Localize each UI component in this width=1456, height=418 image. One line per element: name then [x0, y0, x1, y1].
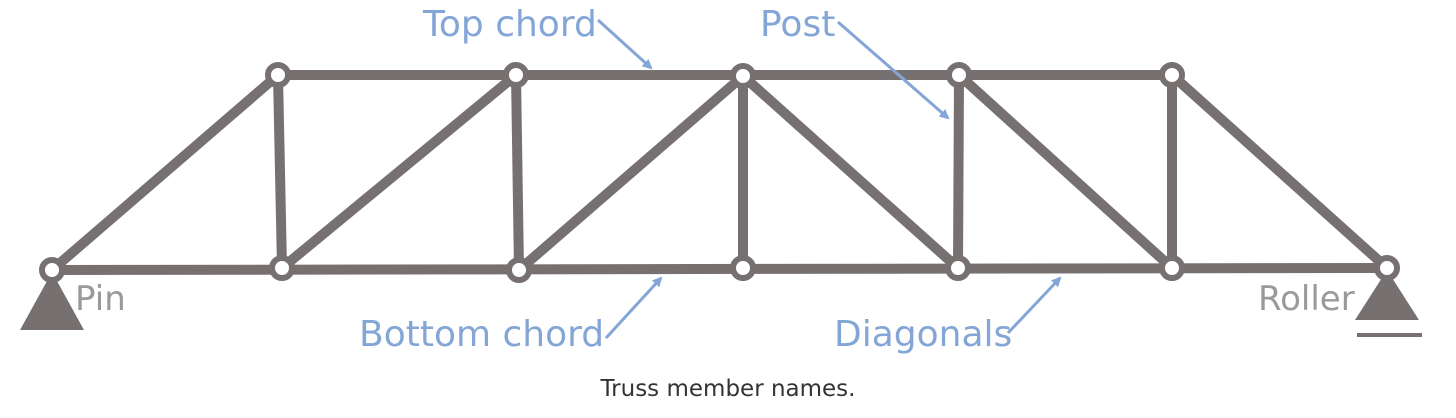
joint: [1374, 255, 1400, 281]
top-chord-arrow: [596, 18, 653, 70]
truss-members: [47, 70, 1392, 275]
joint: [945, 255, 971, 281]
joint: [265, 62, 291, 88]
diagonal-member: [277, 70, 521, 273]
end-diagonal-right: [1167, 70, 1392, 273]
diagonals-arrow: [1006, 276, 1062, 335]
truss-diagram: Top chord Post Bottom chord Diagonals Pi…: [20, 4, 1422, 355]
roller-support: [1355, 270, 1419, 320]
roller-label: Roller: [1258, 279, 1355, 319]
post-member: [511, 70, 524, 275]
bottom-chord-label: Bottom chord: [359, 314, 604, 355]
post-label: Post: [760, 4, 835, 45]
pin-support: [20, 272, 84, 330]
joint: [269, 255, 295, 281]
end-diagonal-left: [47, 70, 283, 275]
joint: [503, 62, 529, 88]
joint: [730, 63, 756, 89]
pin-label: Pin: [75, 279, 126, 319]
post-member: [273, 70, 287, 273]
bottom-chord-arrow: [604, 276, 663, 340]
diagonal-member: [738, 71, 963, 273]
joint: [506, 257, 532, 283]
figure-caption: Truss member names.: [600, 376, 856, 402]
leader-arrows: [596, 18, 1062, 340]
post-member: [953, 70, 964, 273]
joint: [1159, 255, 1185, 281]
joint: [946, 62, 972, 88]
joint: [39, 257, 65, 283]
joint: [730, 255, 756, 281]
diagonals-label: Diagonals: [834, 314, 1012, 355]
truss-joints: [39, 62, 1400, 283]
top-chord-label: Top chord: [422, 4, 597, 45]
post-arrow: [837, 20, 950, 120]
bottom-chord-member: [47, 263, 1392, 275]
diagonal-member: [954, 70, 1177, 273]
diagonal-member: [514, 71, 748, 275]
joint: [1159, 62, 1185, 88]
